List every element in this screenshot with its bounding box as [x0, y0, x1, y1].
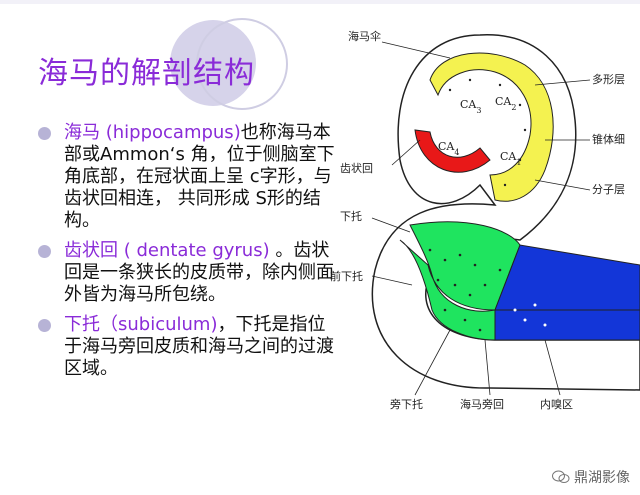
label-parahippocampal: 海马旁回 [460, 397, 504, 411]
label-subiculum: 下托 [340, 209, 362, 223]
dot-texture [428, 78, 527, 332]
dentate-red-c [414, 129, 491, 173]
bullet-hippocampus: 海马 (hippocampus)也称海马本部或Ammon‘s 角，位于侧脑室下角… [38, 122, 338, 232]
subiculum-green-band [399, 221, 521, 341]
term-dentate-gyrus: 齿状回 ( dentate gyrus) [64, 240, 276, 261]
term-hippocampus: 海马 (hippocampus) [64, 122, 241, 143]
bullet-dot-icon [38, 319, 51, 332]
term-subiculum: 下托（subiculum) [64, 314, 218, 335]
label-dentate: 齿状回 [340, 161, 373, 175]
label-ca4: CA4 [438, 140, 459, 157]
label-presubiculum: 前下托 [330, 269, 363, 283]
top-decoration-bar [0, 0, 640, 4]
decorative-ring [196, 18, 288, 110]
ca-yellow-band [429, 52, 554, 202]
outer-outline [371, 34, 640, 391]
bullet-list: 海马 (hippocampus)也称海马本部或Ammon‘s 角，位于侧脑室下角… [38, 122, 338, 388]
hippocampus-diagram: 海马伞 齿状回 下托 前下托 旁下托 海马旁回 内嗅区 多形层 锥体细 分子层 … [330, 29, 640, 411]
label-entorhinal: 内嗅区 [540, 397, 573, 411]
desc-dentate-gyrus: 。齿状回是一条狭长的皮质带，除内侧面外皆为海马所包绕。 [64, 240, 334, 305]
pointer-lines [371, 41, 591, 396]
label-ca2: CA2 [495, 95, 516, 112]
label-pyramidal: 锥体细 [592, 132, 625, 146]
wechat-icon [552, 470, 570, 483]
label-molecular: 分子层 [592, 183, 625, 196]
label-polymorphic: 多形层 [592, 72, 625, 86]
bullet-dot-icon [38, 127, 51, 140]
bullet-subiculum: 下托（subiculum)，下托是指位于海马旁回皮质和海马之间的过渡区域。 [38, 314, 338, 380]
blue-dots [513, 303, 547, 327]
bullet-dentate-gyrus: 齿状回 ( dentate gyrus) 。齿状回是一条狭长的皮质带，除内侧面外… [38, 240, 338, 306]
label-ca3: CA3 [460, 98, 481, 115]
entorhinal-blue [494, 244, 640, 341]
desc-hippocampus: 也称海马本部或Ammon‘s 角，位于侧脑室下角底部，在冠状面上呈 c字形，与齿… [64, 122, 335, 231]
slide-title: 海马的解剖结构 [38, 56, 255, 91]
watermark-text: 鼎湖影像 [574, 470, 630, 486]
label-ca1: CA1 [500, 150, 521, 167]
bullet-dot-icon [38, 245, 51, 258]
watermark: 鼎湖影像 [552, 467, 630, 487]
desc-subiculum: ，下托是指位于海马旁回皮质和海马之间的过渡区域。 [64, 314, 334, 379]
label-parasubiculum: 旁下托 [390, 397, 423, 411]
label-fimbria: 海马伞 [348, 29, 381, 43]
